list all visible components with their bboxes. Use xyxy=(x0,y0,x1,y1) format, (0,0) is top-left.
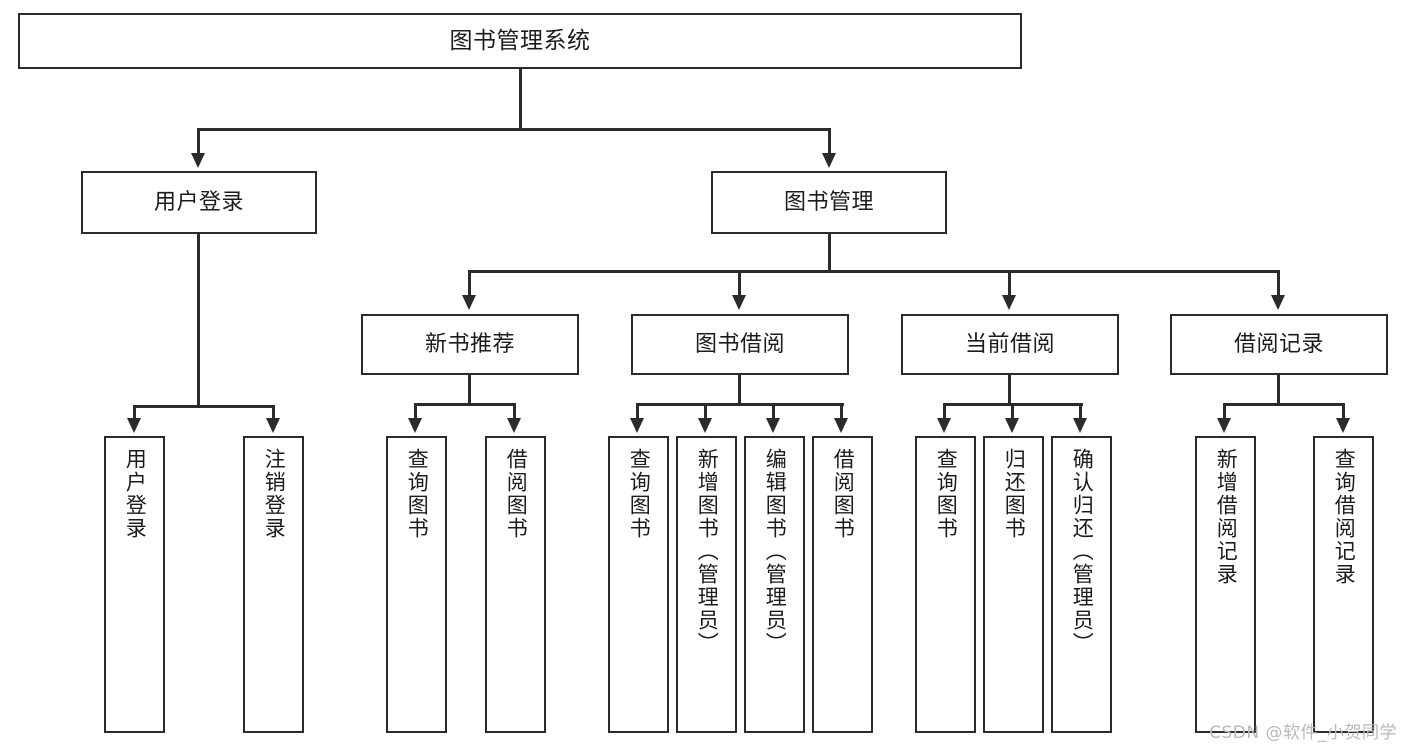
connector-new-book-drop-2 xyxy=(513,403,516,418)
node-label: 新增图书（管理员） xyxy=(695,448,720,655)
connector-bb-drop-1 xyxy=(636,403,639,418)
node-label: 新书推荐 xyxy=(424,331,515,357)
arrowhead-nb-leaf-2 xyxy=(507,418,521,433)
leaf-edit-book-admin[interactable]: 编辑图书（管理员） xyxy=(744,436,805,733)
leaf-borrow-books-new[interactable]: 借阅图书 xyxy=(485,436,546,733)
arrowhead-br-leaf-1 xyxy=(1217,418,1231,433)
connector-book-borrow-bus xyxy=(636,403,844,406)
connector-cb-drop-3 xyxy=(1079,403,1082,418)
node-book-borrow[interactable]: 图书借阅 xyxy=(631,314,849,375)
leaf-add-borrow-record[interactable]: 新增借阅记录 xyxy=(1195,436,1256,733)
connector-user-login-drop-1 xyxy=(133,405,136,418)
connector-root-to-book-mgmt xyxy=(828,128,831,153)
leaf-query-books-new[interactable]: 查询图书 xyxy=(386,436,447,733)
csdn-watermark: CSDN @软件_小贺同学 xyxy=(1209,723,1397,743)
connector-to-book-borrow xyxy=(738,270,741,295)
arrowhead-leaf-logout xyxy=(266,418,280,433)
connector-root-bus xyxy=(197,128,831,131)
node-label: 注销登录 xyxy=(262,448,287,540)
connector-to-current-borrow xyxy=(1008,270,1011,295)
connector-br-drop-2 xyxy=(1342,403,1345,418)
connector-new-book-stem xyxy=(468,375,471,405)
connector-book-borrow-stem xyxy=(738,375,741,405)
leaf-confirm-return-admin[interactable]: 确认归还（管理员） xyxy=(1051,436,1112,733)
arrowhead-borrow-record xyxy=(1271,295,1285,310)
node-label: 查询图书 xyxy=(627,448,652,540)
arrowhead-book-mgmt xyxy=(822,153,836,168)
node-label: 借阅记录 xyxy=(1233,331,1324,357)
arrowhead-user-login xyxy=(191,153,205,168)
node-new-book-recommend[interactable]: 新书推荐 xyxy=(361,314,579,375)
node-label: 新增借阅记录 xyxy=(1214,448,1239,586)
connector-current-borrow-stem xyxy=(1008,375,1011,405)
node-label: 查询图书 xyxy=(405,448,430,540)
arrowhead-new-book xyxy=(462,295,476,310)
node-label: 查询借阅记录 xyxy=(1332,448,1357,586)
connector-root-stem xyxy=(519,69,522,130)
arrowhead-nb-leaf-1 xyxy=(408,418,422,433)
connector-level3-bus xyxy=(468,270,1279,273)
node-label: 图书借阅 xyxy=(694,331,785,357)
arrowhead-current-borrow xyxy=(1002,295,1016,310)
node-root-system[interactable]: 图书管理系统 xyxy=(18,13,1022,69)
node-label: 当前借阅 xyxy=(964,331,1055,357)
node-label: 查询图书 xyxy=(934,448,959,540)
connector-cb-drop-2 xyxy=(1011,403,1014,418)
connector-bb-drop-4 xyxy=(840,403,843,418)
arrowhead-bb-leaf-4 xyxy=(834,418,848,433)
connector-new-book-bus xyxy=(414,403,516,406)
connector-borrow-record-stem xyxy=(1277,375,1280,405)
leaf-add-book-admin[interactable]: 新增图书（管理员） xyxy=(676,436,737,733)
arrowhead-leaf-user-login xyxy=(127,418,141,433)
connector-borrow-record-bus xyxy=(1223,403,1345,406)
connector-bb-drop-2 xyxy=(704,403,707,418)
node-borrow-record[interactable]: 借阅记录 xyxy=(1170,314,1388,375)
arrowhead-bb-leaf-1 xyxy=(630,418,644,433)
connector-new-book-drop-1 xyxy=(414,403,417,418)
arrowhead-cb-leaf-2 xyxy=(1005,418,1019,433)
connector-book-mgmt-stem xyxy=(828,234,831,272)
node-label: 图书管理 xyxy=(783,189,874,215)
arrowhead-cb-leaf-3 xyxy=(1073,418,1087,433)
connector-bb-drop-3 xyxy=(772,403,775,418)
leaf-query-books-current[interactable]: 查询图书 xyxy=(915,436,976,733)
connector-cb-drop-1 xyxy=(943,403,946,418)
node-label: 借阅图书 xyxy=(831,448,856,540)
connector-user-login-bus xyxy=(133,405,275,408)
connector-user-login-drop-2 xyxy=(272,405,275,418)
node-label: 用户登录 xyxy=(123,448,148,540)
node-label: 借阅图书 xyxy=(504,448,529,540)
connector-to-borrow-record xyxy=(1277,270,1280,295)
node-label: 确认归还（管理员） xyxy=(1070,448,1095,655)
node-book-management[interactable]: 图书管理 xyxy=(711,171,947,234)
node-current-borrow[interactable]: 当前借阅 xyxy=(901,314,1119,375)
connector-root-to-user-login xyxy=(197,128,200,153)
arrowhead-cb-leaf-1 xyxy=(937,418,951,433)
leaf-return-books[interactable]: 归还图书 xyxy=(983,436,1044,733)
node-label: 图书管理系统 xyxy=(449,27,591,54)
leaf-query-borrow-record[interactable]: 查询借阅记录 xyxy=(1313,436,1374,733)
leaf-borrow-books[interactable]: 借阅图书 xyxy=(812,436,873,733)
arrowhead-br-leaf-2 xyxy=(1336,418,1350,433)
node-user-login[interactable]: 用户登录 xyxy=(81,171,317,234)
leaf-query-books[interactable]: 查询图书 xyxy=(608,436,669,733)
leaf-user-login[interactable]: 用户登录 xyxy=(104,436,165,733)
arrowhead-book-borrow xyxy=(732,295,746,310)
leaf-logout[interactable]: 注销登录 xyxy=(243,436,304,733)
connector-to-new-book xyxy=(468,270,471,295)
node-label: 用户登录 xyxy=(153,189,244,215)
connector-br-drop-1 xyxy=(1223,403,1226,418)
arrowhead-bb-leaf-2 xyxy=(698,418,712,433)
node-label: 编辑图书（管理员） xyxy=(763,448,788,655)
node-label: 归还图书 xyxy=(1002,448,1027,540)
connector-user-login-stem xyxy=(197,234,200,407)
arrowhead-bb-leaf-3 xyxy=(766,418,780,433)
